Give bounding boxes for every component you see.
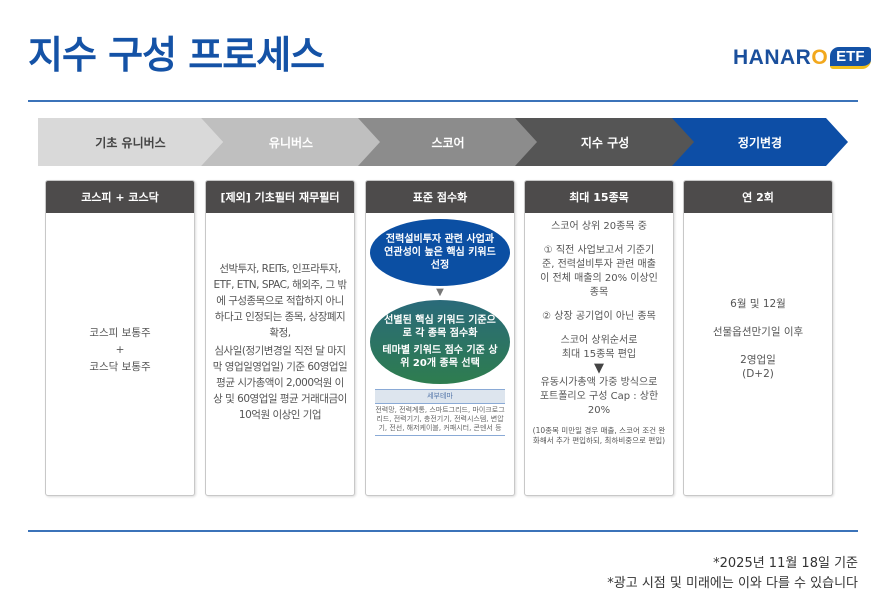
logo-badge: ETF [830,47,871,69]
card-twice-yearly: 연 2회 6월 및 12월 선물옵션만기일 이후 2영업일 (D+2) [683,180,833,496]
bottom-divider [28,530,858,532]
card-note: (10종목 미만일 경우 매출, 스코어 조건 완화해서 추가 편입하되, 최하… [532,426,666,445]
sub-theme-text: 전력망, 전력계통, 스마트그리드, 마이크로그리드, 전력기기, 충전기기, … [375,404,505,436]
footnote-date: *2025년 11월 18일 기준 [713,556,858,571]
card-base-universe: 코스피 + 코스닥 코스피 보통주 + 코스닥 보통주 [45,180,195,496]
card-text: + [115,344,125,356]
card-text: 유동시가총액 가중 방식으로 포트폴리오 구성 Cap : 상한 20% [539,377,659,416]
logo-text: HANARO [733,46,829,69]
step-universe: 유니버스 [201,118,381,166]
card-text: 스코어 상위 20종목 중 [551,221,647,232]
card-text: 심사일(정기변경일 직전 달 마지막 영업일영업일) 기준 60영업일 평균 시… [212,345,348,421]
process-steps: 기초 유니버스 유니버스 스코어 지수 구성 정기변경 [38,118,848,166]
card-universe-filter: [제외] 기초필터 재무필터 선박투자, REITs, 인프라투자, ETF, … [205,180,355,496]
keyword-selection-circle: 전력설비투자 관련 사업과 연관성이 높은 핵심 키워드 선정 [370,219,510,286]
card-text: 6월 및 12월 [730,298,786,310]
card-header: 최대 15종목 [525,181,673,213]
page-title: 지수 구성 프로세스 [28,33,325,77]
top-divider [28,100,858,102]
card-text: ① 직전 사업보고서 기준기준, 전력설비투자 관련 매출이 전체 매출의 20… [540,245,658,298]
card-header: 표준 점수화 [366,181,514,213]
card-text: 2영업일 [740,354,776,366]
arrow-down-icon: ▼ [594,361,604,376]
footnote-disclaimer: *광고 시점 및 미래에는 이와 다를 수 있습니다 [607,576,858,591]
card-text: 선물옵션만기일 이후 [712,326,804,338]
step-score: 스코어 [358,118,538,166]
step-base-universe: 기초 유니버스 [38,118,223,166]
step-index-composition: 지수 구성 [515,118,695,166]
card-max-15: 최대 15종목 스코어 상위 20종목 중 ① 직전 사업보고서 기준기준, 전… [524,180,674,496]
card-header: [제외] 기초필터 재무필터 [206,181,354,213]
arrow-down-icon: ▼ [436,287,444,298]
card-header: 연 2회 [684,181,832,213]
card-header: 코스피 + 코스닥 [46,181,194,213]
hanaro-etf-logo: HANARO ETF [733,46,871,70]
card-text: 코스닥 보통주 [89,361,151,373]
step-rebalance: 정기변경 [672,118,848,166]
card-text: 선박투자, REITs, 인프라투자, ETF, ETN, SPAC, 해외주,… [213,263,347,339]
card-text: (D+2) [742,368,774,380]
card-text: 스코어 상위순서로 최대 15종목 편입 [560,335,638,360]
card-text: 코스피 보통주 [89,327,151,339]
card-text: ② 상장 공기업이 아닌 종목 [542,311,656,322]
card-standard-scoring: 표준 점수화 전력설비투자 관련 사업과 연관성이 높은 핵심 키워드 선정 ▼… [365,180,515,496]
sub-theme-title: 세부테마 [375,389,505,404]
